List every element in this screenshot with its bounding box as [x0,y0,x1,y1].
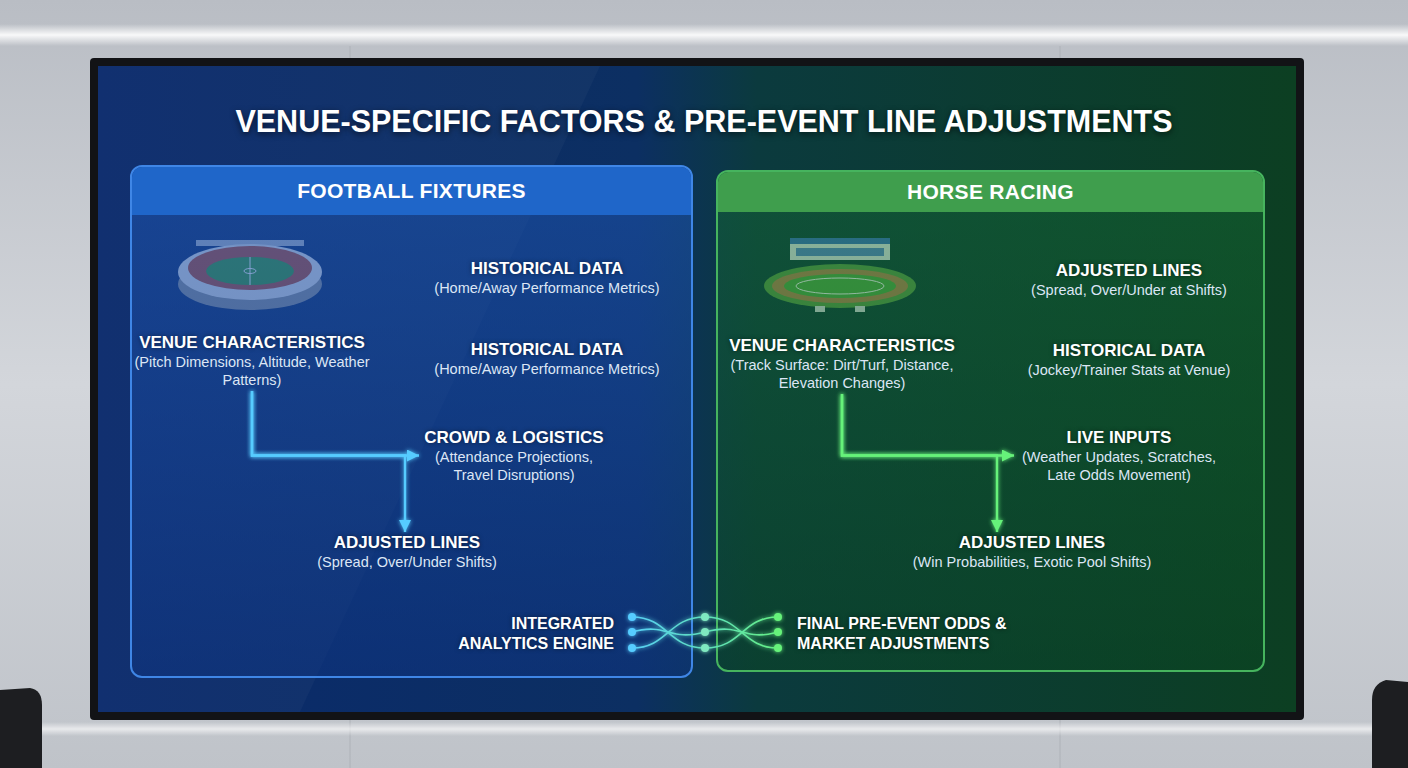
chair [0,688,42,768]
block-detail: (Spread, Over/Under Shifts) [287,553,527,571]
info-block: HISTORICAL DATA(Home/Away Performance Me… [422,339,672,378]
panel: HORSE RACING VENUE CHARACTERISTICS(Track … [716,170,1265,672]
panel-title: HORSE RACING [718,180,1263,204]
engine-block: FINAL PRE-EVENT ODDS & MARKET ADJUSTMENT… [797,614,1047,654]
panel-header: HORSE RACING [718,172,1263,212]
monitor-bezel [90,58,1304,720]
connector [252,391,419,456]
connector [614,633,797,635]
screen [98,66,1296,712]
connector [842,394,997,532]
block-detail: (Spread, Over/Under at Shifts) [1004,281,1254,299]
block-heading: ADJUSTED LINES [892,532,1172,553]
block-detail: (Pitch Dimensions, Altitude, Weather Pat… [134,353,370,389]
block-heading: HISTORICAL DATA [1004,340,1254,361]
info-block: HISTORICAL DATA(Jockey/Trainer Stats at … [1004,340,1254,379]
connector [957,278,1004,280]
block-heading: ADJUSTED LINES [1004,260,1254,281]
weave-decoration [628,613,782,652]
engine-block: INTEGRATED ANALYTICS ENGINE [419,614,614,654]
venue-block: VENUE CHARACTERISTICS(Pitch Dimensions, … [134,227,370,389]
block-detail: (Win Probabilities, Exotic Pool Shifts) [892,553,1172,571]
info-block: HISTORICAL DATA(Home/Away Performance Me… [422,258,672,297]
block-detail: (Track Surface: Dirt/Turf, Distance, Ele… [727,356,957,392]
block-heading: LIVE INPUTS [1014,427,1224,448]
connector [252,391,405,532]
block-detail: (Home/Away Performance Metrics) [422,360,672,378]
block-detail: (Home/Away Performance Metrics) [422,279,672,297]
light-strip [0,722,1408,736]
block-heading: ADJUSTED LINES [287,532,527,553]
info-block: ADJUSTED LINES(Win Probabilities, Exotic… [892,532,1172,571]
connector [370,276,422,278]
block-heading: VENUE CHARACTERISTICS [134,332,370,353]
connector [370,357,422,359]
diagram-title: VENUE-SPECIFIC FACTORS & PRE-EVENT LINE … [0,100,1408,142]
block-heading: HISTORICAL DATA [422,339,672,360]
connector [957,358,1004,360]
info-block: CROWD & LOGISTICS(Attendance Projections… [419,427,609,484]
chair [1372,680,1408,768]
connector [842,394,1014,456]
block-detail: (Weather Updates, Scratches, Late Odds M… [1014,448,1224,484]
block-heading: VENUE CHARACTERISTICS [727,335,957,356]
block-detail: (Jockey/Trainer Stats at Venue) [1004,361,1254,379]
panel: FOOTBALL FIXTURES VENUE CHARACTERISTICS(P… [130,165,693,678]
block-heading: FINAL PRE-EVENT ODDS & MARKET ADJUSTMENT… [797,614,1047,654]
block-heading: INTEGRATED ANALYTICS ENGINE [419,614,614,654]
block-detail: (Attendance Projections, Travel Disrupti… [419,448,609,484]
light-strip [0,24,1408,46]
block-heading: HISTORICAL DATA [422,258,672,279]
info-block: ADJUSTED LINES(Spread, Over/Under at Shi… [1004,260,1254,299]
venue-block: VENUE CHARACTERISTICS(Track Surface: Dir… [727,230,957,392]
info-block: ADJUSTED LINES(Spread, Over/Under Shifts… [287,532,527,571]
panel-title: FOOTBALL FIXTURES [132,179,691,203]
panel-header: FOOTBALL FIXTURES [132,167,691,215]
block-heading: CROWD & LOGISTICS [419,427,609,448]
info-block: LIVE INPUTS(Weather Updates, Scratches, … [1014,427,1224,484]
